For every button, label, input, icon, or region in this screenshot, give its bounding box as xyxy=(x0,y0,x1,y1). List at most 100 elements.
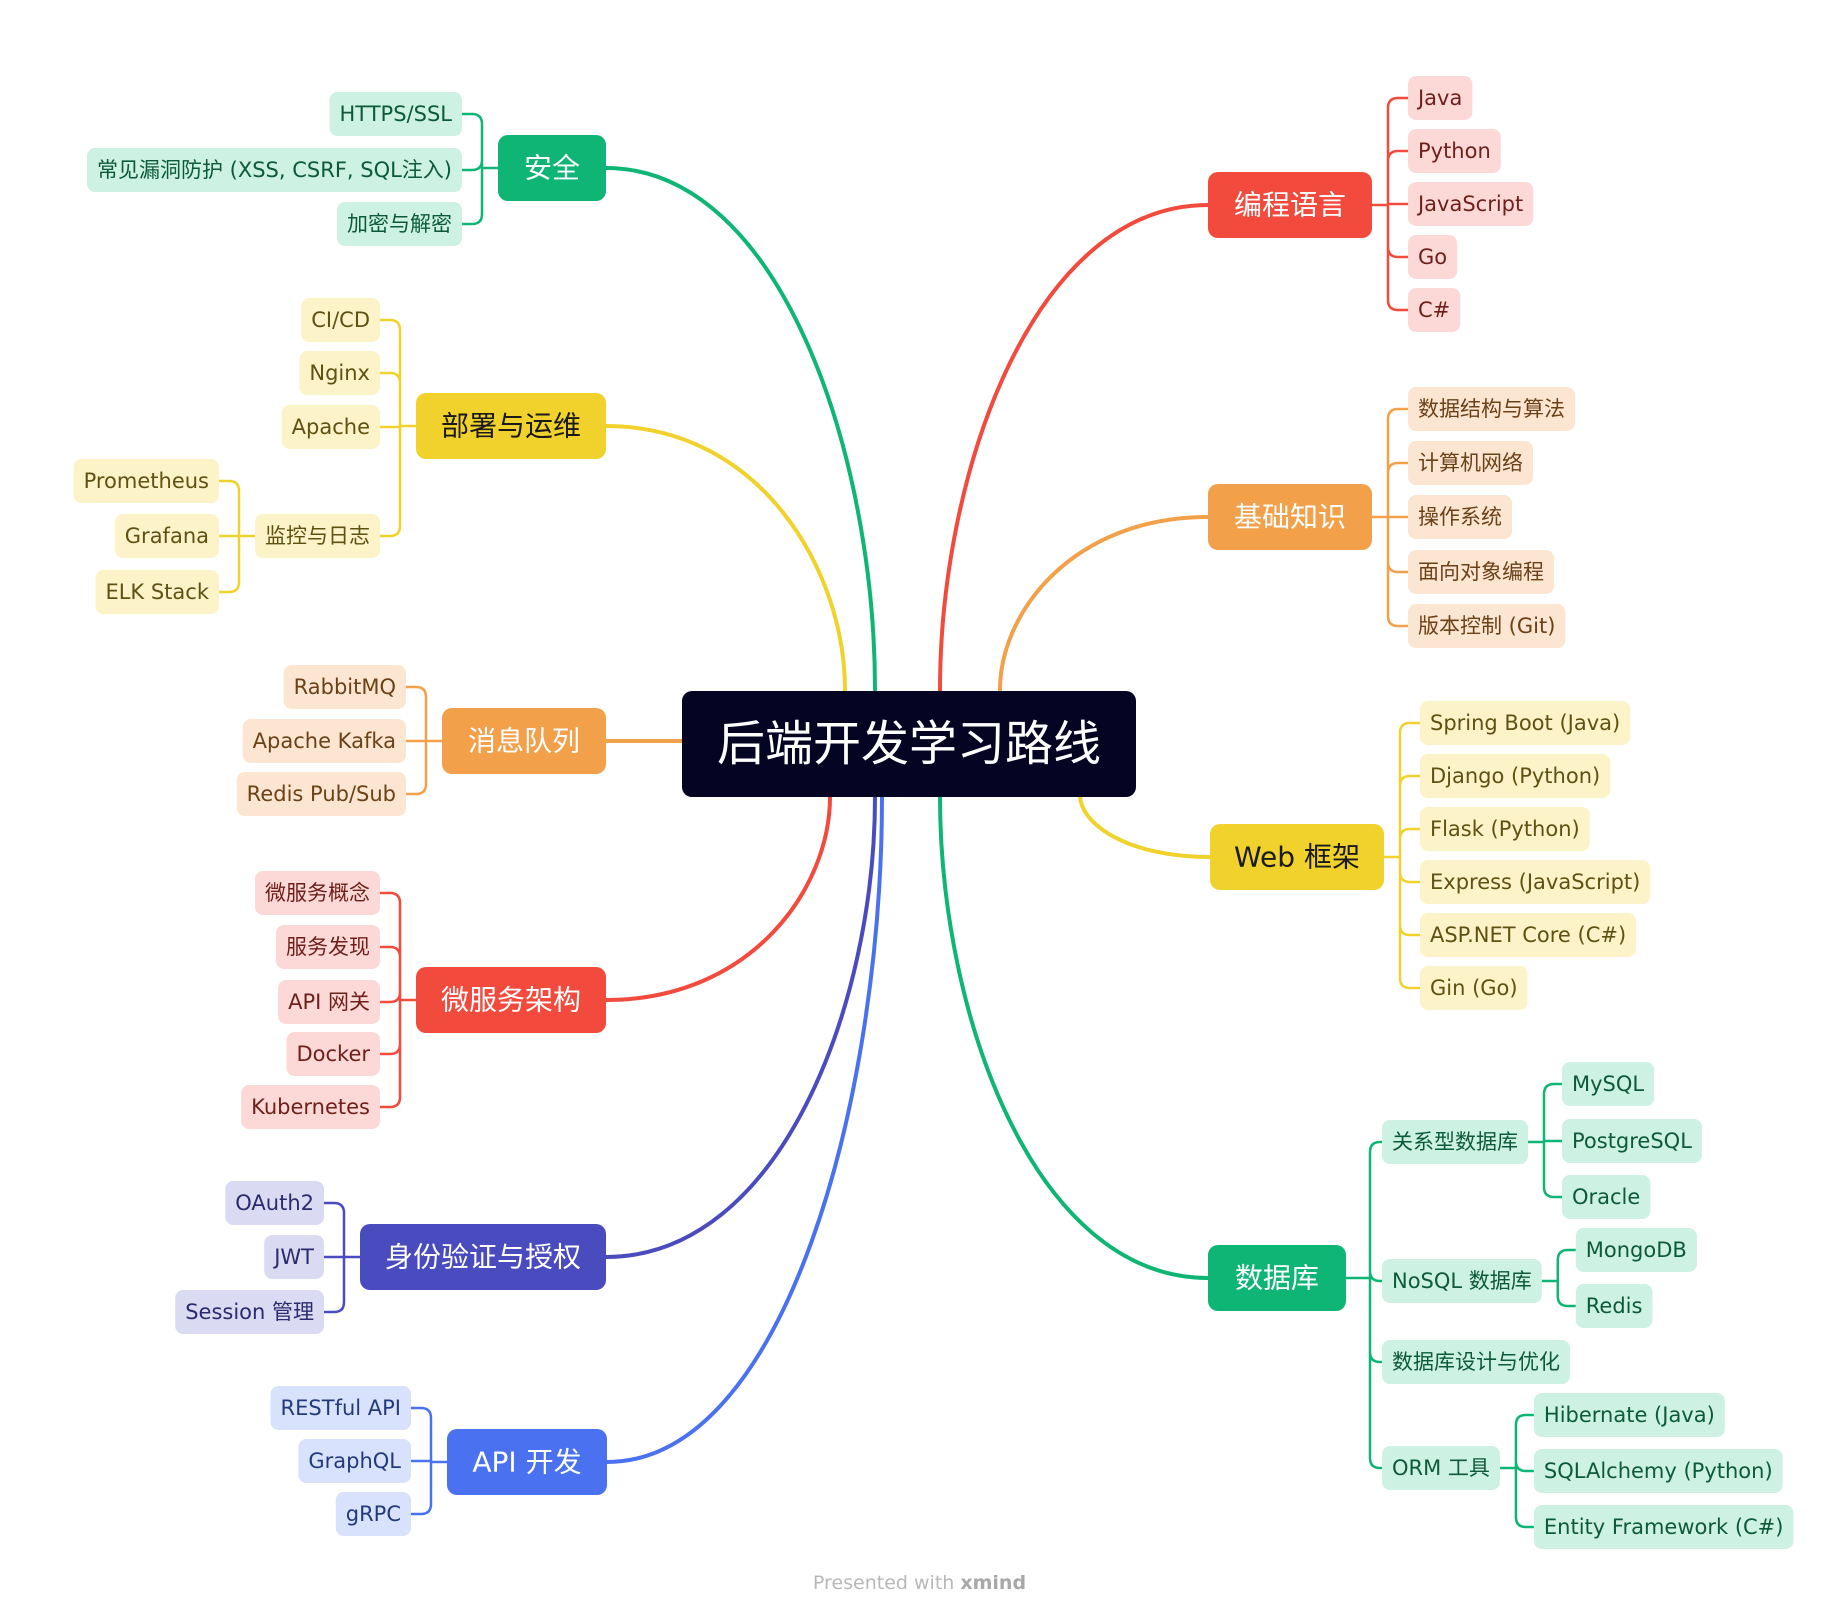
topic-db-0[interactable]: 关系型数据库 xyxy=(1382,1120,1528,1164)
topic-api-1[interactable]: GraphQL xyxy=(298,1439,411,1483)
subtopic-deploy-3-1[interactable]: Grafana xyxy=(114,514,220,558)
topic-micro-2-box xyxy=(278,980,380,1024)
topic-auth-1-label: JWT xyxy=(272,1245,314,1269)
topic-web-3-box xyxy=(1420,860,1651,904)
topic-lang-2[interactable]: JavaScript xyxy=(1408,182,1534,226)
subtopic-db-1-0[interactable]: MongoDB xyxy=(1575,1228,1697,1272)
topic-auth-0-box xyxy=(225,1181,324,1225)
subtopic-db-0-0-label: MySQL xyxy=(1572,1072,1644,1096)
topic-micro-3-label: Docker xyxy=(296,1042,370,1066)
topic-web-1-label: Django (Python) xyxy=(1430,764,1600,788)
branch-security-box xyxy=(498,135,606,201)
subtopic-deploy-3-2-label: ELK Stack xyxy=(105,580,209,604)
branch-micro[interactable]: 微服务架构 xyxy=(416,967,606,1033)
topic-db-3[interactable]: ORM 工具 xyxy=(1382,1446,1500,1490)
topic-basics-4[interactable]: 版本控制 (Git) xyxy=(1408,604,1566,648)
topic-auth-2[interactable]: Session 管理 xyxy=(175,1290,324,1334)
topic-db-2[interactable]: 数据库设计与优化 xyxy=(1382,1340,1570,1384)
subtopic-db-0-2[interactable]: Oracle xyxy=(1561,1175,1651,1219)
subtopic-db-3-2[interactable]: Entity Framework (C#) xyxy=(1533,1505,1794,1549)
branch-db-box xyxy=(1208,1245,1346,1311)
topic-security-0[interactable]: HTTPS/SSL xyxy=(329,92,462,136)
topic-mq-0[interactable]: RabbitMQ xyxy=(283,665,406,709)
topic-deploy-1[interactable]: Nginx xyxy=(299,351,380,395)
topic-db-2-label: 数据库设计与优化 xyxy=(1392,1350,1560,1374)
topic-deploy-3[interactable]: 监控与日志 xyxy=(255,514,380,558)
subtopic-deploy-3-2[interactable]: ELK Stack xyxy=(95,570,220,614)
topic-micro-1[interactable]: 服务发现 xyxy=(276,925,380,969)
topic-web-3[interactable]: Express (JavaScript) xyxy=(1420,860,1651,904)
bracket-auth xyxy=(324,1201,360,1314)
topic-security-2[interactable]: 加密与解密 xyxy=(337,202,462,246)
subtopic-db-0-1-label: PostgreSQL xyxy=(1572,1129,1692,1153)
topic-micro-2[interactable]: API 网关 xyxy=(278,980,380,1024)
topic-web-4-box xyxy=(1420,913,1637,957)
connector-micro xyxy=(604,795,832,1002)
topic-auth-1[interactable]: JWT xyxy=(264,1235,324,1279)
topic-web-2-box xyxy=(1420,807,1590,851)
footer-brand: xmind xyxy=(960,1572,1027,1594)
branch-api[interactable]: API 开发 xyxy=(447,1429,607,1495)
branch-auth[interactable]: 身份验证与授权 xyxy=(360,1224,606,1290)
subtopic-db-3-0[interactable]: Hibernate (Java) xyxy=(1533,1393,1725,1437)
topic-api-0[interactable]: RESTful API xyxy=(270,1386,411,1430)
topic-lang-3-label: Go xyxy=(1418,245,1447,269)
subtopic-db-0-2-box xyxy=(1561,1175,1651,1219)
subtopic-db-0-0[interactable]: MySQL xyxy=(1561,1062,1655,1106)
root-node[interactable]: 后端开发学习路线 xyxy=(682,691,1136,797)
branch-basics[interactable]: 基础知识 xyxy=(1208,484,1372,550)
branch-web-box xyxy=(1210,824,1384,890)
topic-api-2[interactable]: gRPC xyxy=(335,1492,411,1536)
topic-web-4[interactable]: ASP.NET Core (C#) xyxy=(1420,913,1637,957)
topic-db-3-label: ORM 工具 xyxy=(1392,1456,1490,1480)
topic-lang-0[interactable]: Java xyxy=(1408,76,1473,120)
subtopic-deploy-3-0[interactable]: Prometheus xyxy=(73,459,220,503)
topic-web-5[interactable]: Gin (Go) xyxy=(1420,966,1528,1010)
branch-lang[interactable]: 编程语言 xyxy=(1208,172,1372,238)
topic-deploy-0[interactable]: CI/CD xyxy=(301,298,380,342)
branch-db[interactable]: 数据库 xyxy=(1208,1245,1346,1311)
branch-deploy[interactable]: 部署与运维 xyxy=(416,393,606,459)
topic-api-2-label: gRPC xyxy=(346,1502,401,1526)
branch-mq[interactable]: 消息队列 xyxy=(442,708,606,774)
topic-basics-1-box xyxy=(1408,441,1533,485)
topic-auth-0[interactable]: OAuth2 xyxy=(225,1181,324,1225)
subtopic-db-0-1[interactable]: PostgreSQL xyxy=(1561,1119,1702,1163)
topic-lang-1[interactable]: Python xyxy=(1408,129,1501,173)
topic-lang-2-box xyxy=(1408,182,1534,226)
subtopic-db-1-1[interactable]: Redis xyxy=(1575,1284,1653,1328)
topic-basics-2[interactable]: 操作系统 xyxy=(1408,495,1512,539)
topic-lang-2-label: JavaScript xyxy=(1416,192,1523,216)
topic-basics-3[interactable]: 面向对象编程 xyxy=(1408,550,1554,594)
topic-basics-1[interactable]: 计算机网络 xyxy=(1408,441,1533,485)
branch-security[interactable]: 安全 xyxy=(498,135,606,201)
topic-web-5-label: Gin (Go) xyxy=(1430,976,1518,1000)
topic-web-0[interactable]: Spring Boot (Java) xyxy=(1420,701,1631,745)
topic-db-1[interactable]: NoSQL 数据库 xyxy=(1382,1259,1542,1303)
branch-web[interactable]: Web 框架 xyxy=(1210,824,1384,890)
topic-mq-1[interactable]: Apache Kafka xyxy=(242,719,406,763)
bracket-db-3 xyxy=(1499,1413,1534,1529)
topic-security-0-box xyxy=(329,92,462,136)
topic-lang-3[interactable]: Go xyxy=(1408,235,1458,279)
topic-security-1[interactable]: 常见漏洞防护 (XSS, CSRF, SQL注入) xyxy=(86,148,462,192)
branch-web-label: Web 框架 xyxy=(1234,841,1360,874)
topic-micro-4[interactable]: Kubernetes xyxy=(241,1085,380,1129)
branch-auth-label: 身份验证与授权 xyxy=(385,1241,581,1274)
topic-micro-0-box xyxy=(255,871,380,915)
topic-web-2[interactable]: Flask (Python) xyxy=(1420,807,1590,851)
topic-db-3-box xyxy=(1382,1446,1500,1490)
topic-deploy-2[interactable]: Apache xyxy=(281,405,380,449)
topic-micro-0[interactable]: 微服务概念 xyxy=(255,871,380,915)
topic-basics-0[interactable]: 数据结构与算法 xyxy=(1408,387,1575,431)
topic-micro-3[interactable]: Docker xyxy=(286,1032,380,1076)
topic-lang-4[interactable]: C# xyxy=(1408,288,1461,332)
topic-web-1[interactable]: Django (Python) xyxy=(1420,754,1611,798)
topic-security-0-label: HTTPS/SSL xyxy=(339,102,452,126)
topic-deploy-3-box xyxy=(255,514,380,558)
subtopic-db-3-1[interactable]: SQLAlchemy (Python) xyxy=(1533,1449,1783,1493)
bracket-db-1 xyxy=(1541,1248,1576,1308)
branch-deploy-label: 部署与运维 xyxy=(441,410,581,443)
topic-mq-2[interactable]: Redis Pub/Sub xyxy=(236,772,406,816)
bracket-mq xyxy=(406,685,442,796)
